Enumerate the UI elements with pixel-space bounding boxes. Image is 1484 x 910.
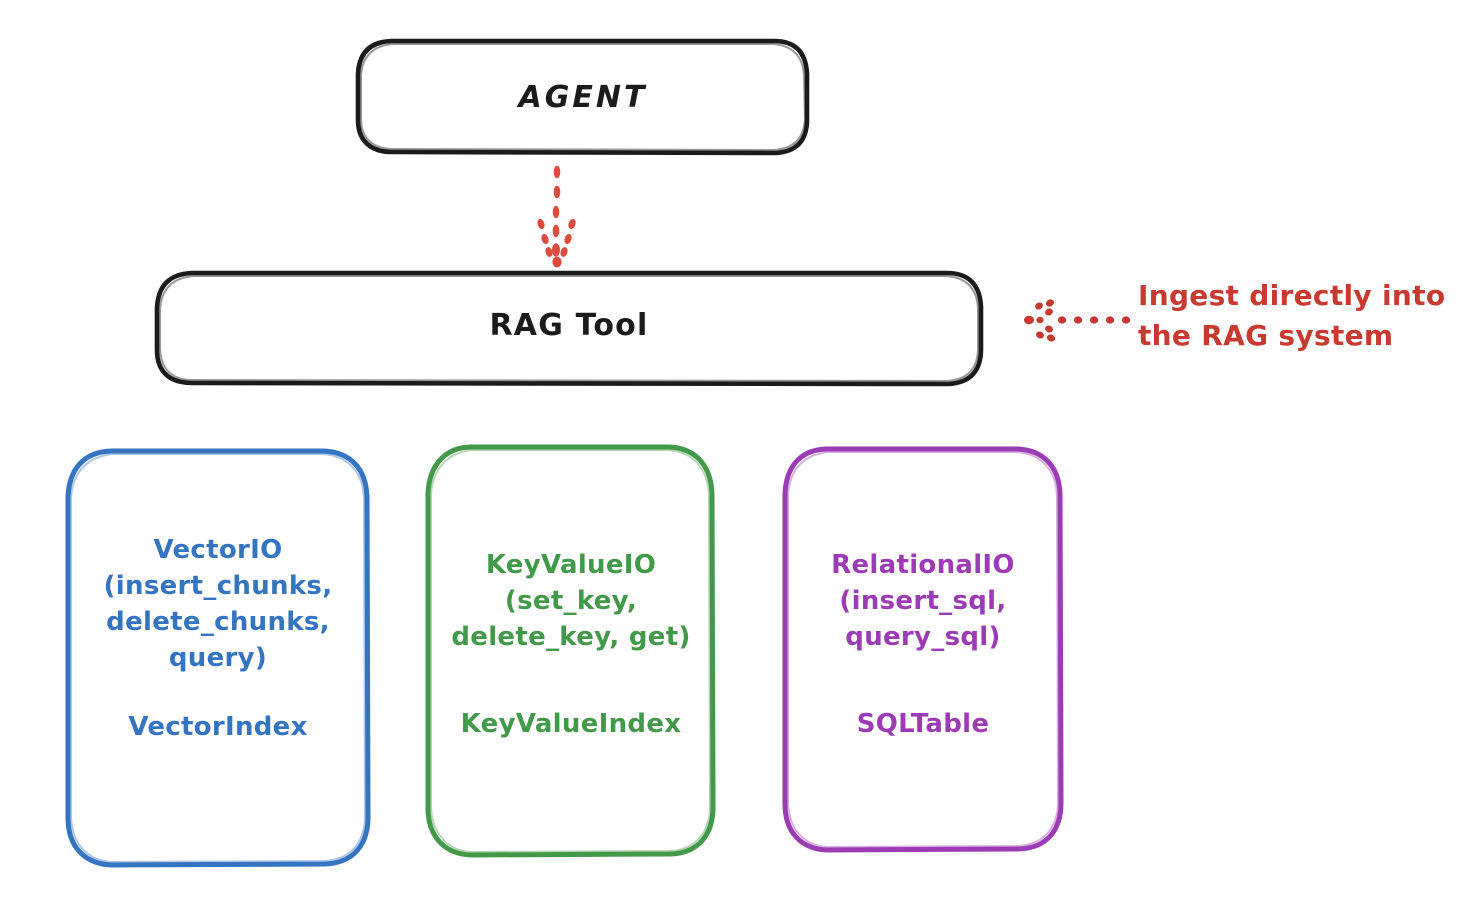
vector-io-box-outline-sketch bbox=[70, 453, 366, 863]
agent-box-outline-sketch bbox=[360, 43, 806, 151]
rag-tool-box-outline bbox=[154, 270, 984, 387]
vector-io-node[interactable] bbox=[65, 448, 371, 868]
agent-box-outline bbox=[355, 38, 810, 156]
relational-io-box-outline bbox=[782, 446, 1064, 853]
key-value-io-box-outline bbox=[425, 444, 716, 858]
key-value-io-box-outline-sketch bbox=[430, 449, 711, 853]
rag-tool-node[interactable] bbox=[154, 270, 984, 387]
agent-node[interactable] bbox=[355, 38, 810, 156]
vector-io-box-outline bbox=[65, 448, 371, 868]
ingest-arrow bbox=[1024, 299, 1131, 342]
agent-to-rag-arrow bbox=[537, 165, 576, 268]
relational-io-node[interactable] bbox=[782, 446, 1064, 853]
key-value-io-node[interactable] bbox=[425, 444, 716, 858]
relational-io-box-outline-sketch bbox=[787, 451, 1059, 848]
rag-tool-box-outline-sketch bbox=[159, 275, 979, 382]
